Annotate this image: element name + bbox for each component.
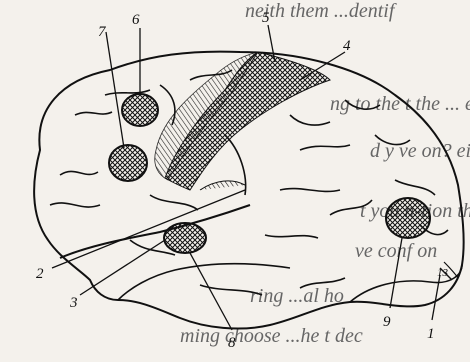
label-4: 4 bbox=[343, 38, 351, 54]
label-7: 7 bbox=[98, 24, 107, 40]
label-2: 2 bbox=[36, 266, 44, 282]
area-9-oval bbox=[386, 198, 430, 238]
area-6-oval bbox=[122, 94, 158, 126]
label-3: 3 bbox=[69, 295, 78, 311]
label-5: 5 bbox=[262, 10, 270, 26]
label-8: 8 bbox=[228, 335, 236, 351]
label-9: 9 bbox=[383, 314, 391, 330]
label-1: 1 bbox=[427, 326, 435, 342]
label-6: 6 bbox=[132, 12, 140, 28]
area-8-oval bbox=[164, 223, 206, 253]
label-13: 13 bbox=[437, 267, 449, 279]
area-7-oval bbox=[109, 145, 147, 181]
